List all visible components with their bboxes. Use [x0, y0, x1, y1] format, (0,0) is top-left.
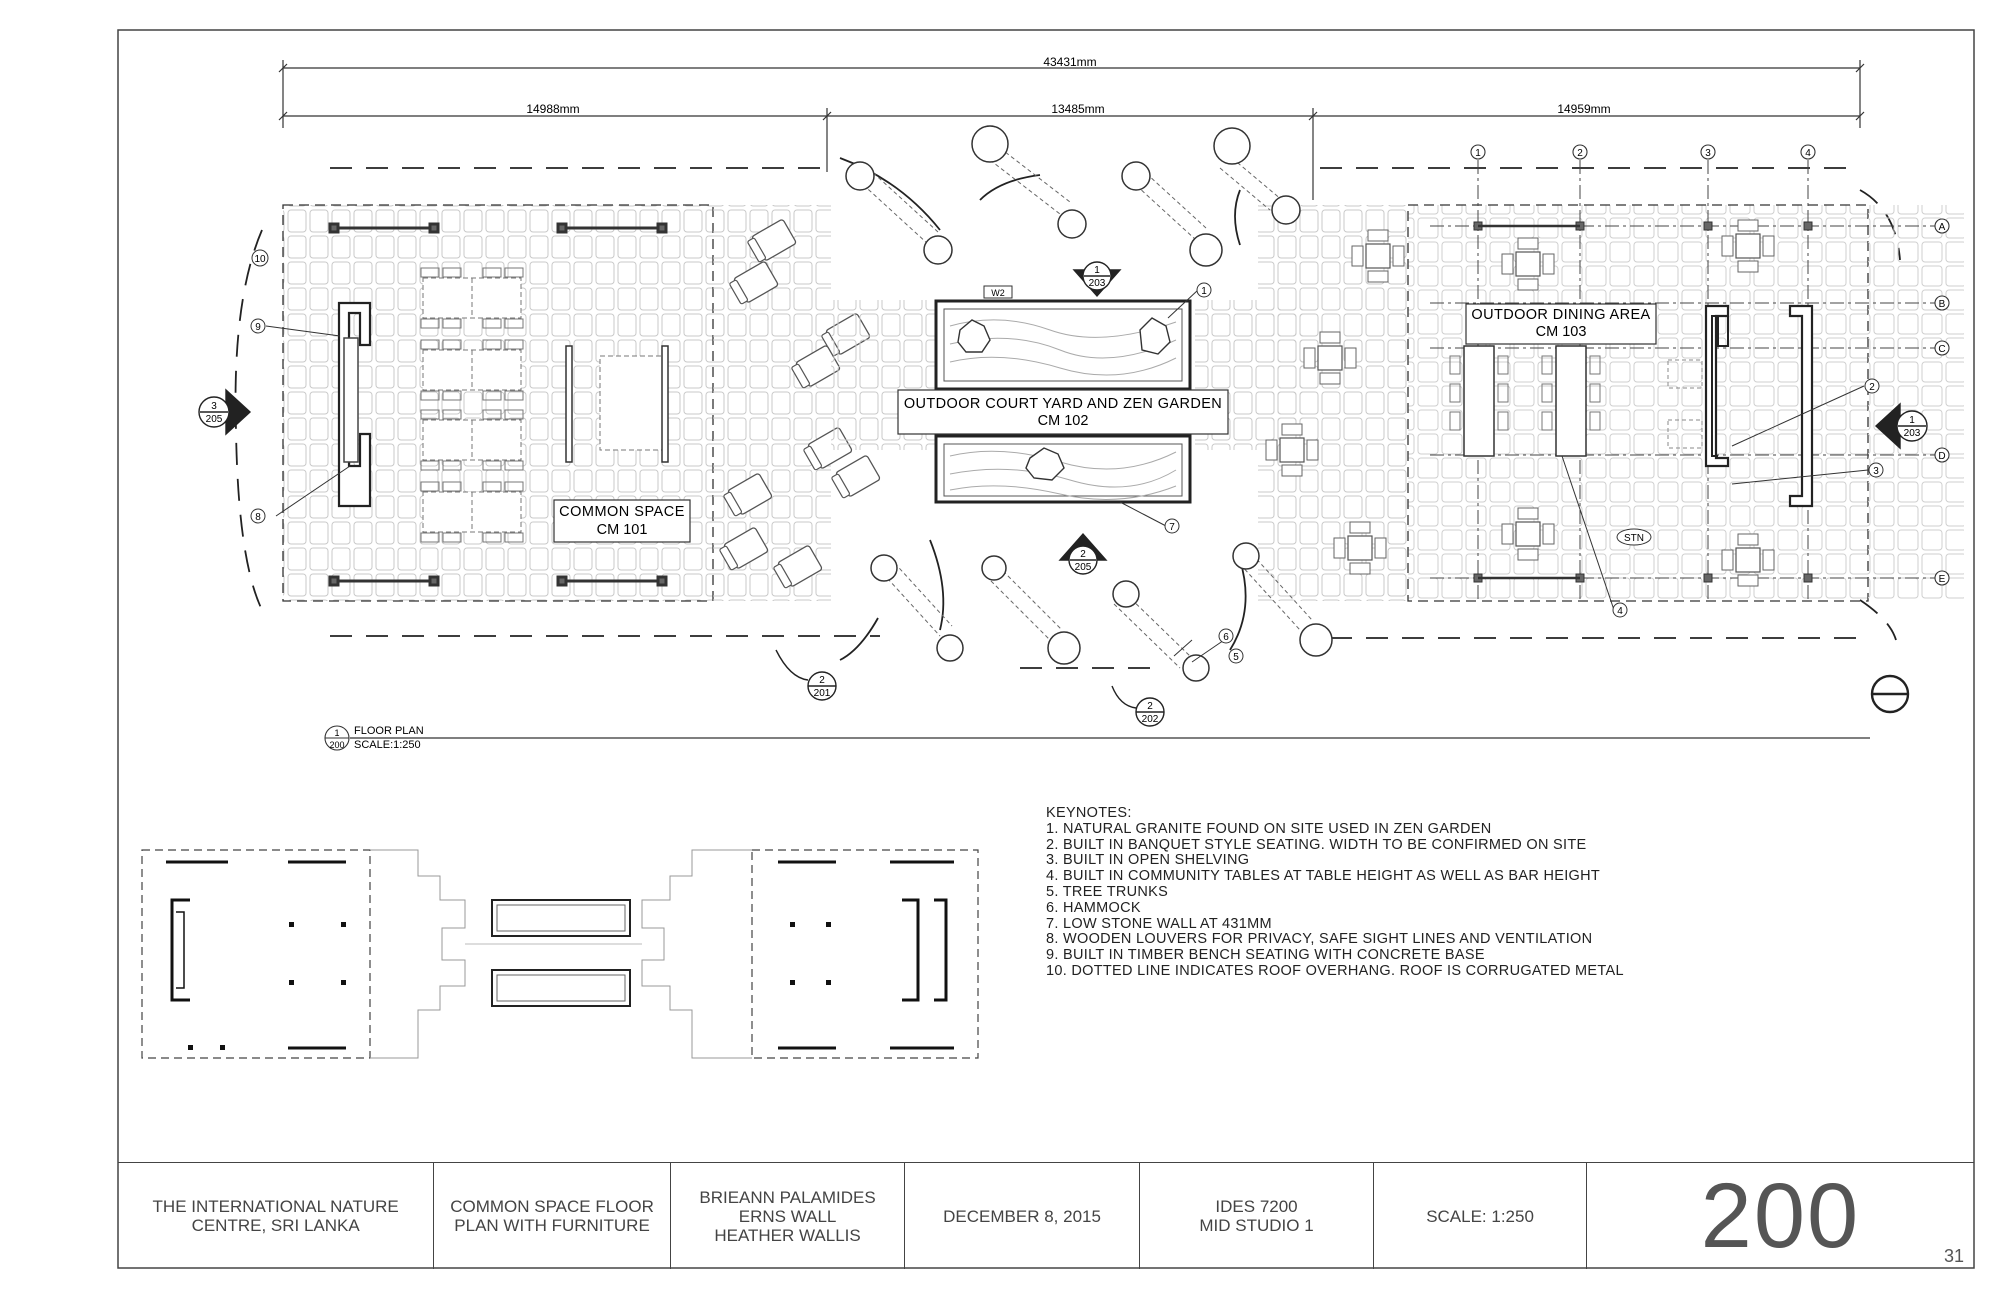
- title-block-course: IDES 7200 MID STUDIO 1: [1140, 1163, 1375, 1269]
- section-markers: [198, 261, 1928, 727]
- keynote-item: 5. TREE TRUNKS: [1046, 883, 1169, 900]
- keynote-item: 10. DOTTED LINE INDICATES ROOF OVERHANG.…: [1046, 962, 1624, 979]
- courtyard-name: OUTDOOR COURT YARD AND ZEN GARDEN: [904, 396, 1222, 412]
- dining-area-code: CM 103: [1536, 324, 1587, 340]
- title-block-date: DECEMBER 8, 2015: [905, 1163, 1140, 1269]
- title-block-drawing-name: COMMON SPACE FLOOR PLAN WITH FURNITURE: [434, 1163, 671, 1269]
- keynote-item: 8. WOODEN LOUVERS FOR PRIVACY, SAFE SIGH…: [1046, 931, 1593, 948]
- sheet-border: [117, 29, 1975, 1269]
- sheet-number: 200: [1700, 1165, 1861, 1267]
- section-1-203-right-num: 1: [1909, 415, 1915, 426]
- drawing-title-num: 1: [334, 728, 339, 738]
- section-2-201-sheet: 201: [814, 688, 831, 699]
- drawing-title-marker: [324, 725, 1870, 751]
- section-1-203-top-num: 1: [1094, 265, 1100, 276]
- callout-4: 4: [1617, 606, 1623, 617]
- common-space-code: CM 101: [597, 522, 648, 538]
- section-2-205-mid-sheet: 205: [1075, 562, 1092, 573]
- keynote-item: 9. BUILT IN TIMBER BENCH SEATING WITH CO…: [1046, 947, 1485, 964]
- drawing-title-sheet: 200: [329, 740, 344, 750]
- section-1-203-right-sheet: 203: [1904, 428, 1921, 439]
- callout-2: 2: [1869, 382, 1875, 393]
- keynote-item: 2. BUILT IN BANQUET STYLE SEATING. WIDTH…: [1046, 836, 1587, 853]
- keynote-leaders: [265, 289, 1869, 663]
- grid-number-2: 2: [1577, 148, 1583, 159]
- grid-number-4: 4: [1805, 148, 1811, 159]
- common-space-area: [282, 204, 831, 602]
- drawing-scale: SCALE:1:250: [354, 739, 421, 751]
- right-dimension: 14959mm: [1557, 102, 1610, 116]
- section-2-205-mid-num: 2: [1080, 549, 1086, 560]
- title-block-authors: BRIEANN PALAMIDES ERNS WALL HEATHER WALL…: [671, 1163, 906, 1269]
- roof-plan: [141, 849, 979, 1059]
- callout-5: 5: [1233, 652, 1239, 663]
- callout-1: 1: [1201, 286, 1207, 297]
- section-3-205-left-num: 3: [211, 401, 217, 412]
- left-dimension: 14988mm: [526, 102, 579, 116]
- section-2-201-num: 2: [819, 675, 825, 686]
- overall-dimension: 43431mm: [1043, 55, 1096, 69]
- keynote-item: 6. HAMMOCK: [1046, 899, 1141, 916]
- callout-8: 8: [255, 512, 261, 523]
- callout-9: 9: [255, 322, 261, 333]
- callout-7: 7: [1169, 522, 1175, 533]
- stn-tag: STN: [1624, 533, 1644, 544]
- courtyard-code: CM 102: [1038, 413, 1089, 429]
- grid-letter-a: A: [1939, 222, 1946, 233]
- dimension-lines: [278, 60, 1865, 200]
- section-3-205-left-sheet: 205: [206, 414, 223, 425]
- keynotes-heading: KEYNOTES:: [1046, 805, 1132, 821]
- section-2-202-sheet: 202: [1142, 714, 1159, 725]
- keynote-item: 3. BUILT IN OPEN SHELVING: [1046, 852, 1250, 869]
- title-block-sheet-cell: 200: [1587, 1163, 1974, 1269]
- title-block-scale: SCALE: 1:250: [1374, 1163, 1587, 1269]
- w2-tag-box: [983, 285, 1013, 299]
- keynote-item: 4. BUILT IN COMMUNITY TABLES AT TABLE HE…: [1046, 868, 1601, 885]
- w2-tag: W2: [991, 288, 1005, 298]
- page-number: 31: [1943, 1246, 1964, 1266]
- keynote-item: 1. NATURAL GRANITE FOUND ON SITE USED IN…: [1046, 820, 1492, 837]
- title-block-project: THE INTERNATIONAL NATURE CENTRE, SRI LAN…: [118, 1163, 435, 1269]
- roof-arc-lines: [839, 157, 1247, 661]
- callout-6: 6: [1223, 632, 1229, 643]
- dining-area-name: OUTDOOR DINING AREA: [1471, 307, 1650, 323]
- drawing-title: FLOOR PLAN: [354, 725, 424, 737]
- keynote-item: 7. LOW STONE WALL AT 431MM: [1046, 915, 1272, 932]
- hammocks-and-trees: [845, 125, 1333, 682]
- keynotes: KEYNOTES: 1. NATURAL GRANITE FOUND ON SI…: [1046, 805, 1624, 980]
- keynote-bubbles: [250, 249, 1884, 664]
- grid-letter-b: B: [1939, 299, 1946, 310]
- callout-10: 10: [254, 254, 266, 265]
- grid-number-1: 1: [1475, 148, 1481, 159]
- grid-letter-c: C: [1938, 344, 1945, 355]
- callout-3: 3: [1873, 466, 1879, 477]
- grid-bubbles: [1470, 144, 1950, 586]
- grid-number-3: 3: [1705, 148, 1711, 159]
- middle-dimension: 13485mm: [1051, 102, 1104, 116]
- title-block: THE INTERNATIONAL NATURE CENTRE, SRI LAN…: [118, 1162, 1974, 1269]
- section-1-203-top-sheet: 203: [1089, 278, 1106, 289]
- dining-area: [1265, 160, 1964, 602]
- section-2-202-num: 2: [1147, 701, 1153, 712]
- common-space-name: COMMON SPACE: [559, 504, 685, 520]
- grid-letter-e: E: [1939, 574, 1946, 585]
- grid-letter-d: D: [1938, 451, 1945, 462]
